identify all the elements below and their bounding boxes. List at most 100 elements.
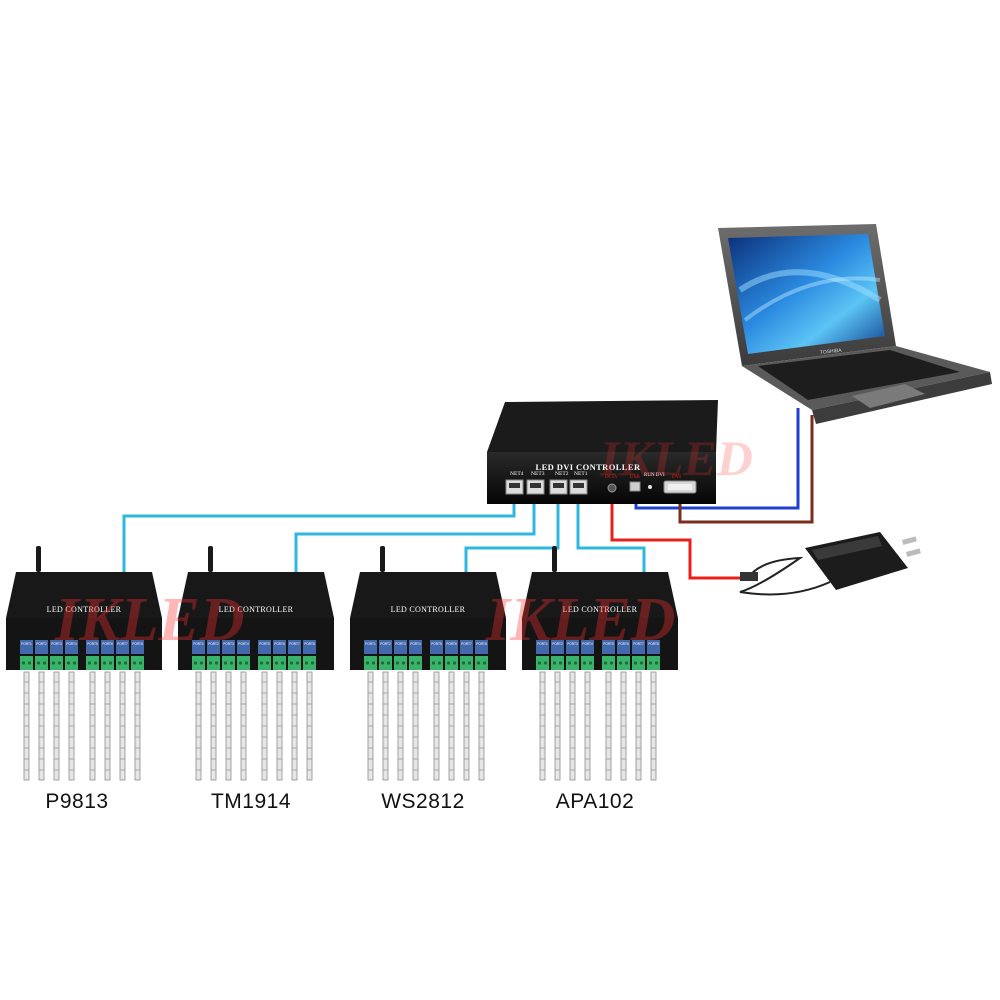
dc-power-jack[interactable] bbox=[607, 483, 617, 493]
model-label-apa102: APA102 bbox=[555, 790, 635, 813]
terminal-block[interactable] bbox=[460, 656, 473, 670]
run-led-icon bbox=[648, 485, 652, 489]
port-label-net1: NET1 bbox=[574, 471, 588, 477]
terminal-block[interactable] bbox=[536, 656, 549, 670]
terminal-block[interactable] bbox=[364, 656, 377, 670]
terminal-block[interactable] bbox=[602, 656, 615, 670]
port-label: PORT3 bbox=[51, 642, 62, 646]
ethernet-cables bbox=[122, 494, 646, 572]
port-label: PORT8 bbox=[304, 642, 315, 646]
port-label-strip bbox=[207, 640, 220, 654]
port-label-strip bbox=[430, 640, 443, 654]
port-label: PORT7 bbox=[461, 642, 472, 646]
usb-port-label: USB bbox=[630, 475, 640, 480]
terminal-block[interactable] bbox=[116, 656, 129, 670]
terminal-block[interactable] bbox=[409, 656, 422, 670]
port-label: PORT2 bbox=[380, 642, 391, 646]
terminal-block[interactable] bbox=[35, 656, 48, 670]
port-label: PORT2 bbox=[208, 642, 219, 646]
port-label-strip bbox=[475, 640, 488, 654]
run-label: RUN DVI bbox=[644, 473, 665, 478]
port-label: PORT3 bbox=[223, 642, 234, 646]
dvi-port-label: DVI bbox=[672, 475, 681, 480]
model-label-p9813: P9813 bbox=[45, 790, 109, 813]
terminal-block[interactable] bbox=[65, 656, 78, 670]
port-label-strip bbox=[602, 640, 615, 654]
port-label: PORT7 bbox=[289, 642, 300, 646]
port-label-strip bbox=[35, 640, 48, 654]
usb-port[interactable] bbox=[629, 481, 641, 492]
controller-title: LED CONTROLLER bbox=[563, 605, 638, 614]
main-controller-title: LED DVI CONTROLLER bbox=[536, 462, 641, 472]
terminal-block[interactable] bbox=[430, 656, 443, 670]
antenna-icon bbox=[208, 546, 213, 572]
port-label: PORT3 bbox=[567, 642, 578, 646]
port-label-strip bbox=[617, 640, 630, 654]
terminal-block[interactable] bbox=[394, 656, 407, 670]
port-label-strip bbox=[65, 640, 78, 654]
terminal-block[interactable] bbox=[86, 656, 99, 670]
terminal-block[interactable] bbox=[101, 656, 114, 670]
main-controller: LED DVI CONTROLLER NET4 NET3 NET2 NET1 D… bbox=[487, 400, 718, 504]
port-label-strip bbox=[192, 640, 205, 654]
terminal-block[interactable] bbox=[192, 656, 205, 670]
port-label: PORT6 bbox=[102, 642, 113, 646]
terminal-block[interactable] bbox=[288, 656, 301, 670]
port-label: PORT3 bbox=[395, 642, 406, 646]
adapter-cord bbox=[739, 556, 831, 596]
terminal-block[interactable] bbox=[50, 656, 63, 670]
port-label: PORT2 bbox=[552, 642, 563, 646]
terminal-block[interactable] bbox=[303, 656, 316, 670]
terminal-block[interactable] bbox=[131, 656, 144, 670]
terminal-block[interactable] bbox=[207, 656, 220, 670]
terminal-block[interactable] bbox=[379, 656, 392, 670]
port-label-strip bbox=[647, 640, 660, 654]
terminal-block[interactable] bbox=[647, 656, 660, 670]
terminal-block[interactable] bbox=[222, 656, 235, 670]
port-label-strip bbox=[460, 640, 473, 654]
port-label-strip bbox=[566, 640, 579, 654]
port-label-strip bbox=[303, 640, 316, 654]
laptop-brand: TOSHIBA bbox=[820, 348, 843, 356]
terminal-block[interactable] bbox=[258, 656, 271, 670]
terminal-block[interactable] bbox=[551, 656, 564, 670]
dc-port-label: DC5V bbox=[605, 475, 618, 480]
port-label-strip bbox=[222, 640, 235, 654]
port-label-strip bbox=[101, 640, 114, 654]
terminal-block[interactable] bbox=[632, 656, 645, 670]
port-label: PORT1 bbox=[21, 642, 32, 646]
terminal-block[interactable] bbox=[273, 656, 286, 670]
laptop-screen bbox=[728, 234, 885, 354]
port-label-net2: NET2 bbox=[555, 471, 569, 477]
port-label: PORT1 bbox=[537, 642, 548, 646]
port-label-strip bbox=[445, 640, 458, 654]
terminal-block[interactable] bbox=[617, 656, 630, 670]
port-label: PORT4 bbox=[582, 642, 593, 646]
terminal-block[interactable] bbox=[237, 656, 250, 670]
dvi-cable bbox=[678, 415, 814, 524]
terminal-block[interactable] bbox=[581, 656, 594, 670]
terminal-block[interactable] bbox=[20, 656, 33, 670]
port-label: PORT1 bbox=[193, 642, 204, 646]
port-label: PORT6 bbox=[446, 642, 457, 646]
main-controller-top bbox=[487, 400, 718, 452]
terminal-block[interactable] bbox=[445, 656, 458, 670]
port-label-strip bbox=[632, 640, 645, 654]
port-label: PORT4 bbox=[66, 642, 77, 646]
main-controller-front bbox=[487, 452, 716, 504]
watermark: IKLED bbox=[54, 586, 244, 654]
port-label: PORT7 bbox=[117, 642, 128, 646]
port-label-strip bbox=[50, 640, 63, 654]
terminal-block[interactable] bbox=[475, 656, 488, 670]
terminal-block[interactable] bbox=[566, 656, 579, 670]
laptop-keyboard bbox=[758, 350, 960, 400]
port-label: PORT5 bbox=[259, 642, 270, 646]
controller-title: LED CONTROLLER bbox=[391, 605, 466, 614]
controller-top bbox=[522, 572, 678, 618]
port-label: PORT4 bbox=[238, 642, 249, 646]
laptop-touchpad[interactable] bbox=[852, 384, 925, 408]
